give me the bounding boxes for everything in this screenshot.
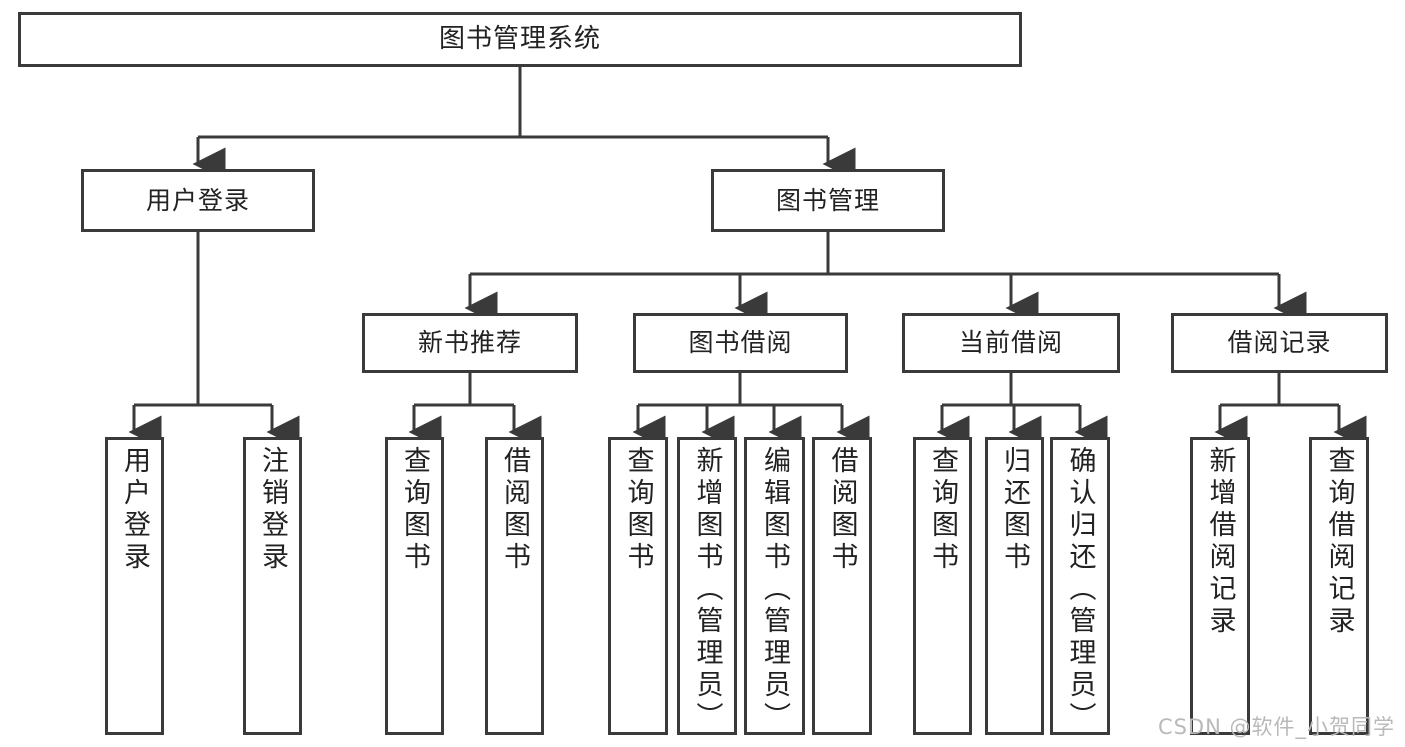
node-leaf-query-book-rec-label: 查询图书 — [399, 446, 430, 574]
node-leaf-user-login[interactable]: 用户登录 — [105, 437, 164, 735]
node-book-manage-label: 图书管理 — [775, 185, 880, 215]
node-leaf-query-book-borrow[interactable]: 查询图书 — [608, 437, 668, 735]
node-leaf-borrow-book-label: 借阅图书 — [826, 446, 858, 574]
node-leaf-query-book-borrow-label: 查询图书 — [622, 446, 654, 574]
node-book-borrow-label: 图书借阅 — [688, 328, 793, 357]
node-leaf-edit-book-label: 编辑图书（管理员） — [759, 446, 790, 734]
node-leaf-logout[interactable]: 注销登录 — [243, 437, 302, 735]
node-leaf-add-book[interactable]: 新增图书（管理员） — [677, 437, 737, 735]
node-book-manage[interactable]: 图书管理 — [711, 169, 945, 232]
node-leaf-edit-book[interactable]: 编辑图书（管理员） — [744, 437, 805, 735]
node-leaf-query-borrow-record-label: 查询借阅记录 — [1323, 446, 1355, 638]
node-leaf-add-borrow-record-label: 新增借阅记录 — [1204, 446, 1236, 638]
node-leaf-logout-label: 注销登录 — [257, 446, 288, 574]
node-leaf-confirm-return[interactable]: 确认归还（管理员） — [1050, 437, 1110, 735]
node-leaf-borrow-book-rec-label: 借阅图书 — [499, 446, 530, 574]
node-current-borrow[interactable]: 当前借阅 — [902, 313, 1120, 373]
node-leaf-query-book-current-label: 查询图书 — [927, 446, 958, 574]
node-leaf-confirm-return-label: 确认归还（管理员） — [1064, 446, 1096, 734]
node-leaf-borrow-book[interactable]: 借阅图书 — [812, 437, 872, 735]
node-leaf-query-book-current[interactable]: 查询图书 — [913, 437, 972, 735]
node-leaf-return-book[interactable]: 归还图书 — [985, 437, 1044, 735]
node-borrow-record-label: 借阅记录 — [1227, 328, 1332, 357]
node-leaf-return-book-label: 归还图书 — [999, 446, 1030, 574]
node-borrow-record[interactable]: 借阅记录 — [1171, 313, 1388, 373]
node-book-borrow[interactable]: 图书借阅 — [633, 313, 848, 373]
node-root-label: 图书管理系统 — [438, 23, 601, 54]
node-current-borrow-label: 当前借阅 — [958, 328, 1063, 357]
node-new-book-recommend[interactable]: 新书推荐 — [362, 313, 578, 373]
node-leaf-query-book-rec[interactable]: 查询图书 — [385, 437, 444, 735]
watermark: CSDN @软件_小贺同学 — [1157, 715, 1395, 739]
node-leaf-add-book-label: 新增图书（管理员） — [691, 446, 723, 734]
node-user-login-label: 用户登录 — [145, 185, 250, 215]
node-leaf-borrow-book-rec[interactable]: 借阅图书 — [485, 437, 544, 735]
node-new-book-recommend-label: 新书推荐 — [417, 328, 522, 357]
node-root[interactable]: 图书管理系统 — [18, 12, 1022, 67]
node-user-login[interactable]: 用户登录 — [81, 169, 315, 232]
node-leaf-query-borrow-record[interactable]: 查询借阅记录 — [1309, 437, 1369, 735]
node-leaf-add-borrow-record[interactable]: 新增借阅记录 — [1190, 437, 1250, 735]
node-leaf-user-login-label: 用户登录 — [119, 446, 150, 574]
